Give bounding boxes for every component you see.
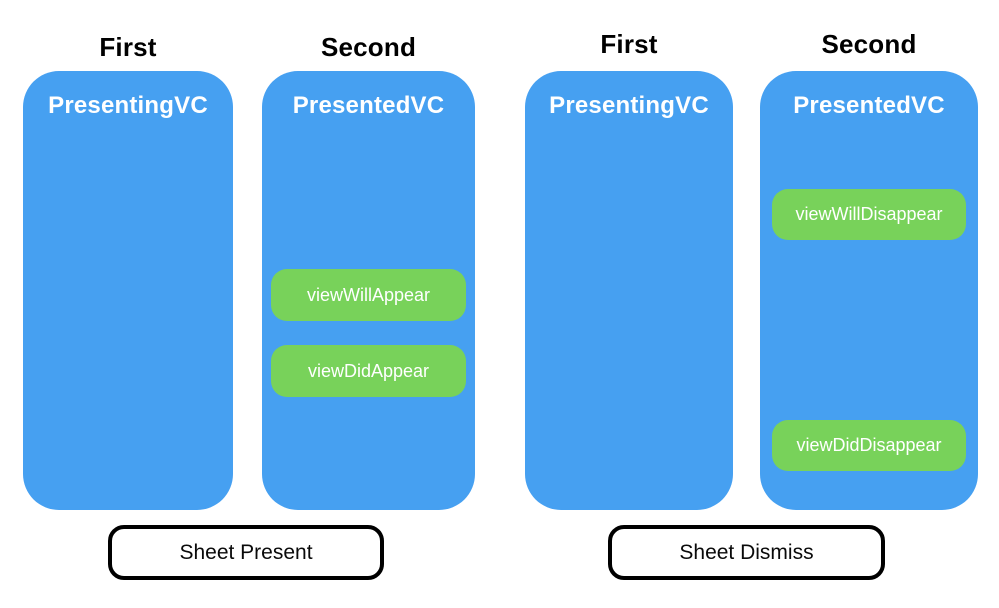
presented-vc-box-present: PresentedVC viewWillAppear viewDidAppear <box>262 71 475 510</box>
lifecycle-badge-viewwillappear: viewWillAppear <box>271 269 466 321</box>
presenting-vc-box-dismiss: PresentingVC <box>525 71 733 510</box>
presented-vc-title: PresentedVC <box>292 92 445 119</box>
presenting-vc-title: PresentingVC <box>48 92 208 119</box>
sheet-dismiss-button[interactable]: Sheet Dismiss <box>608 525 885 580</box>
presenting-vc-title: PresentingVC <box>549 92 709 119</box>
presented-vc-title: PresentedVC <box>793 92 945 119</box>
presenting-vc-box-present: PresentingVC <box>23 71 233 510</box>
column-label-first-present: First <box>99 32 157 62</box>
sheet-present-button[interactable]: Sheet Present <box>108 525 384 580</box>
presented-vc-box-dismiss: PresentedVC viewWillDisappear viewDidDis… <box>760 71 978 510</box>
column-label-second-dismiss: Second <box>821 29 917 59</box>
column-label-first-dismiss: First <box>600 29 658 59</box>
column-label-second-present: Second <box>320 32 417 62</box>
lifecycle-badge-viewwilldisappear: viewWillDisappear <box>772 189 966 240</box>
lifecycle-badge-viewdiddisappear: viewDidDisappear <box>772 420 966 471</box>
lifecycle-badge-viewdidappear: viewDidAppear <box>271 345 466 397</box>
